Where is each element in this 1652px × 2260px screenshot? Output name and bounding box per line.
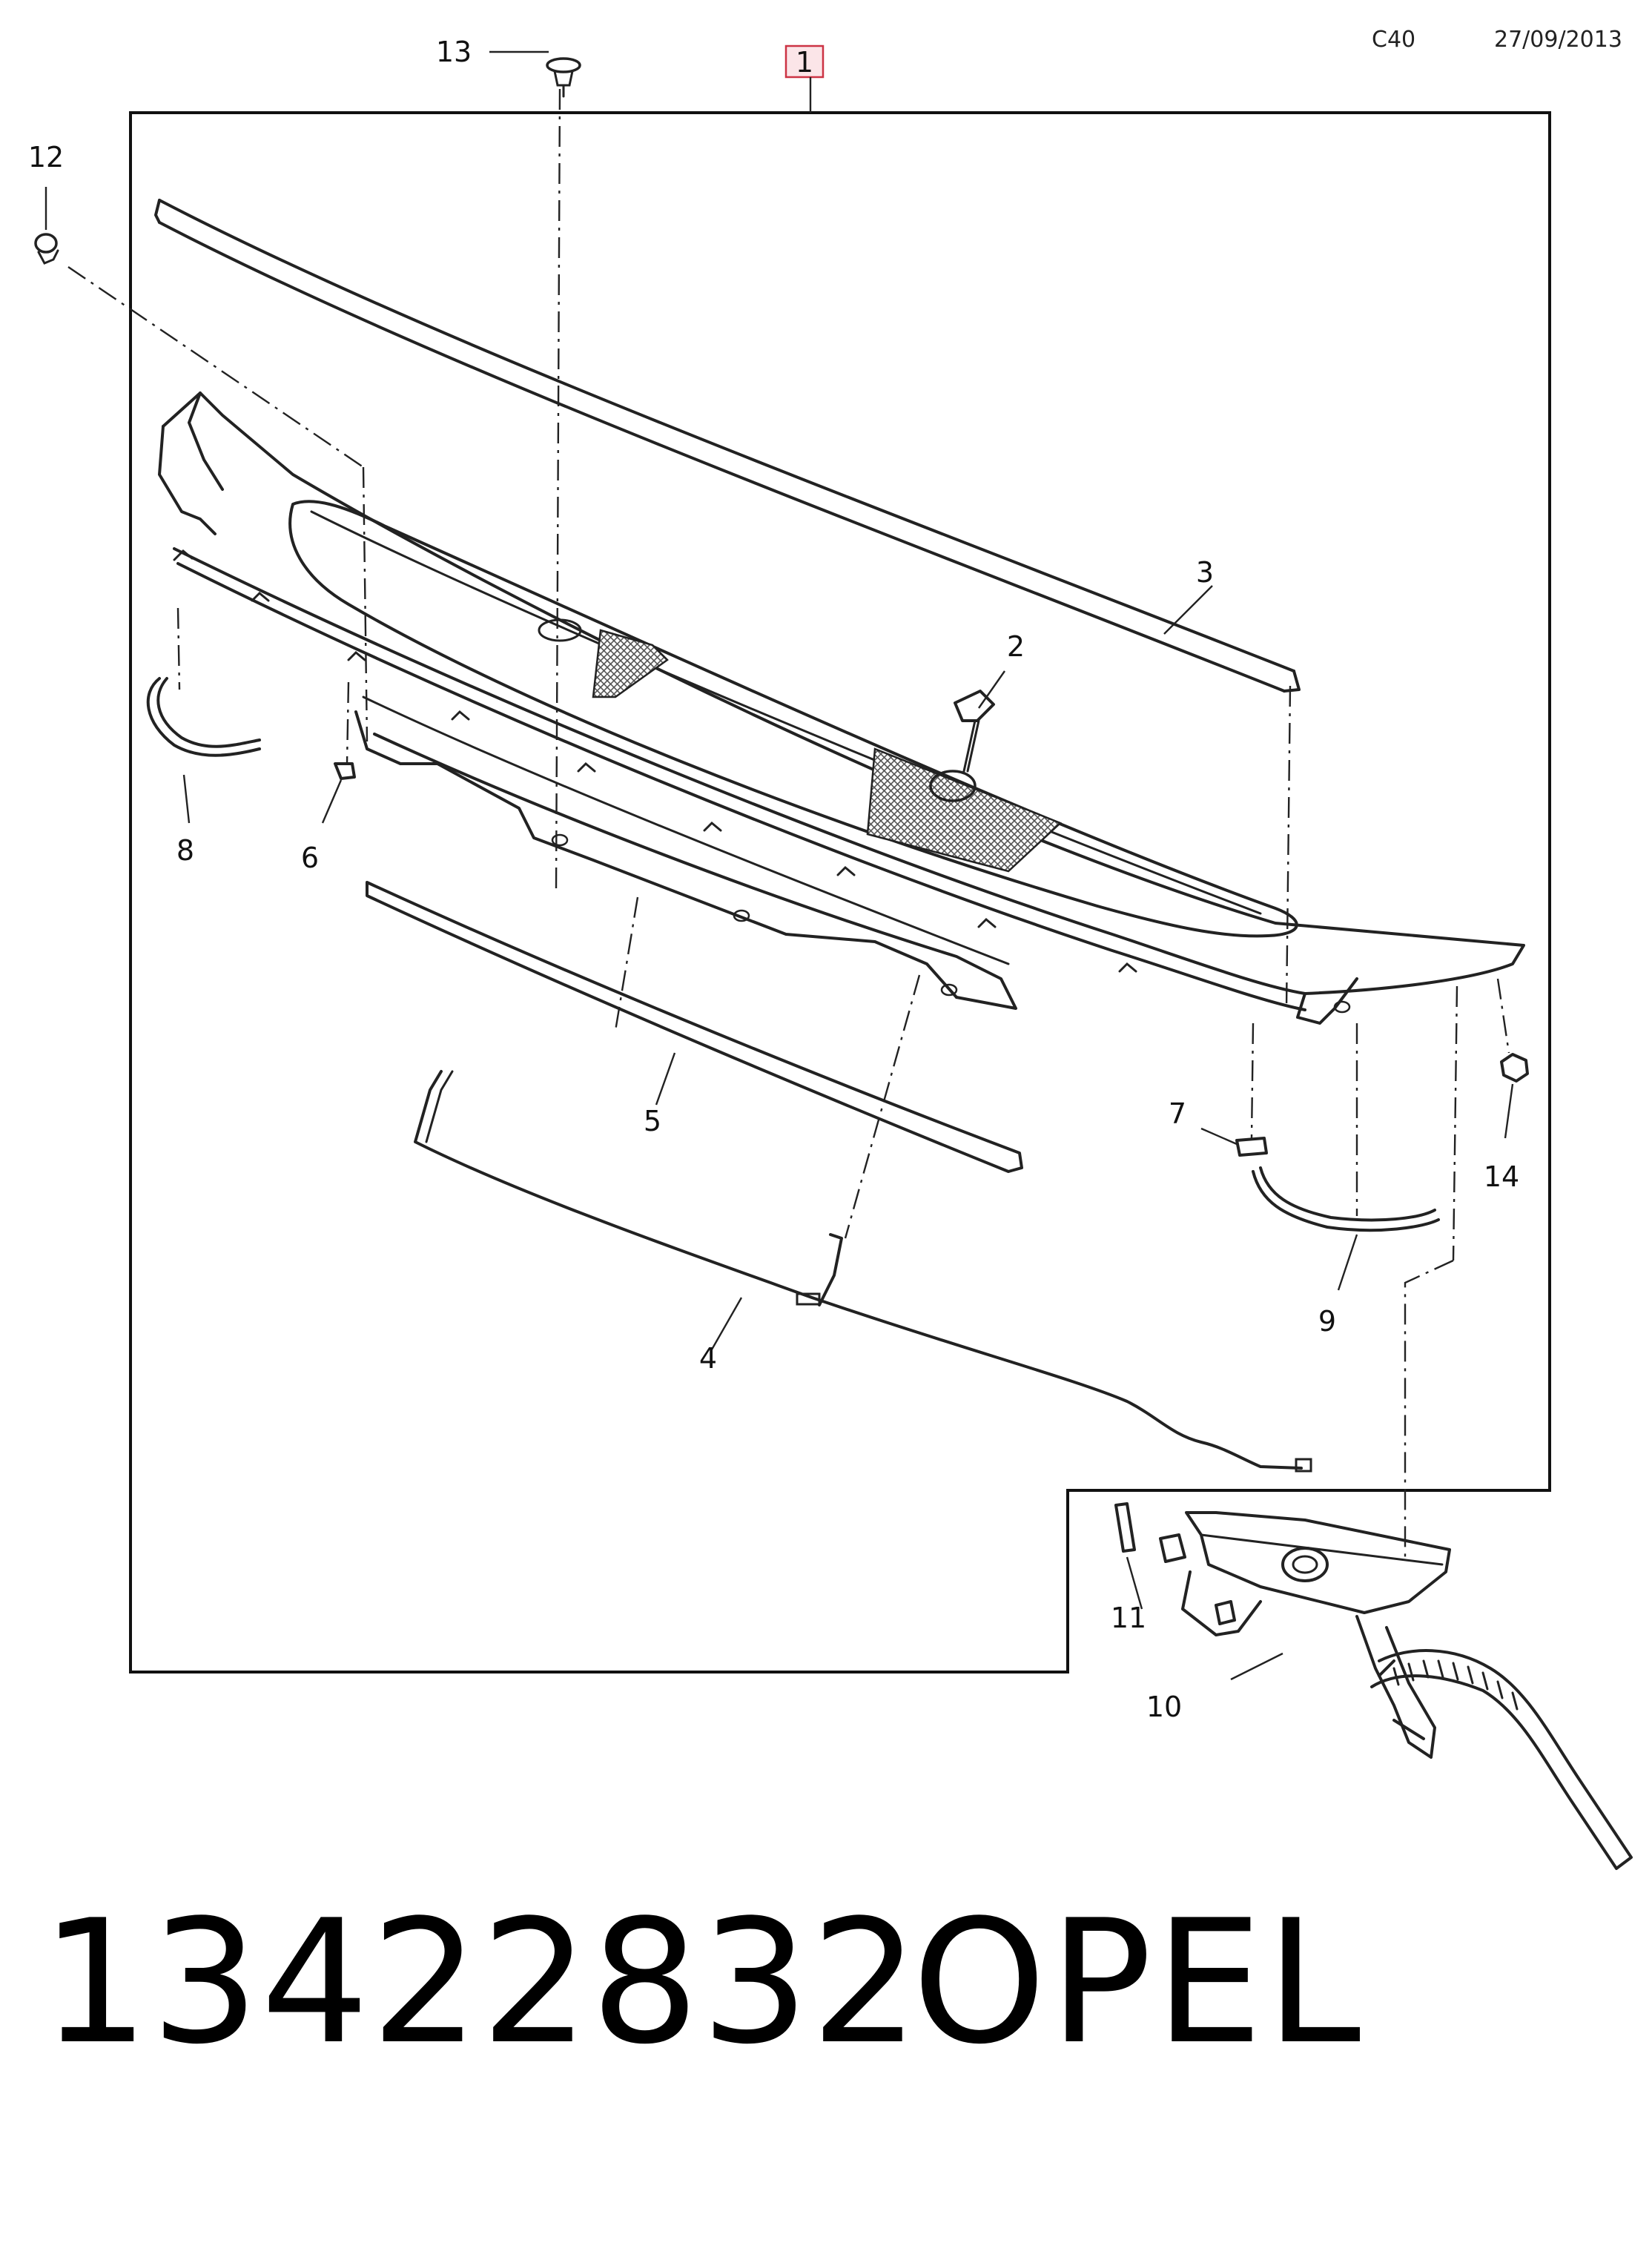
callout-3: 3	[1196, 556, 1214, 589]
callout-10: 10	[1146, 1691, 1182, 1723]
part-6-clip	[334, 762, 356, 780]
diagram-date: 27/09/2013	[1494, 27, 1622, 53]
part-number: 13422832	[41, 1884, 921, 2082]
part-7-clip	[1235, 1137, 1268, 1157]
callout-13: 13	[436, 36, 472, 68]
part-2-washer-nozzle	[929, 690, 995, 802]
part-13-push-pin	[546, 57, 581, 98]
part-8-hose	[146, 677, 261, 757]
cowl-panel	[158, 391, 1525, 1025]
part-10-bracket-assembly	[1114, 1502, 1633, 1870]
callout-2: 2	[1007, 630, 1025, 663]
part-3-seal-strip	[154, 199, 1301, 693]
callout-labels: 2 3 4 5 6 7 8 9 10 11 12 13 14	[28, 36, 1519, 1723]
callout-14: 14	[1484, 1160, 1519, 1193]
svg-text:1: 1	[796, 46, 813, 79]
callout-11: 11	[1111, 1602, 1146, 1634]
callout-9: 9	[1318, 1305, 1336, 1338]
part-9-hose	[1252, 1166, 1440, 1232]
assembly-frame	[129, 111, 1551, 1673]
callout-4: 4	[699, 1342, 717, 1375]
callout-12: 12	[28, 141, 64, 174]
assembly-lines	[67, 88, 1510, 1557]
callout-6: 6	[301, 842, 319, 874]
part-12-push-clip	[34, 233, 59, 265]
part-4-washer-hose	[414, 1070, 1312, 1473]
part-5-lower-seal	[366, 881, 1023, 1173]
brand-name: OPEL	[912, 1884, 1364, 2082]
leader-lines	[44, 50, 1514, 1681]
grille-mesh-right	[866, 747, 1063, 873]
diagram-code: C40	[1372, 27, 1416, 53]
callout-7: 7	[1169, 1097, 1186, 1130]
assembly-label: 1	[784, 44, 825, 113]
grille-mesh-left	[592, 629, 669, 698]
part-14-nut	[1500, 1053, 1529, 1083]
callout-5: 5	[644, 1105, 661, 1137]
callout-8: 8	[176, 834, 194, 867]
